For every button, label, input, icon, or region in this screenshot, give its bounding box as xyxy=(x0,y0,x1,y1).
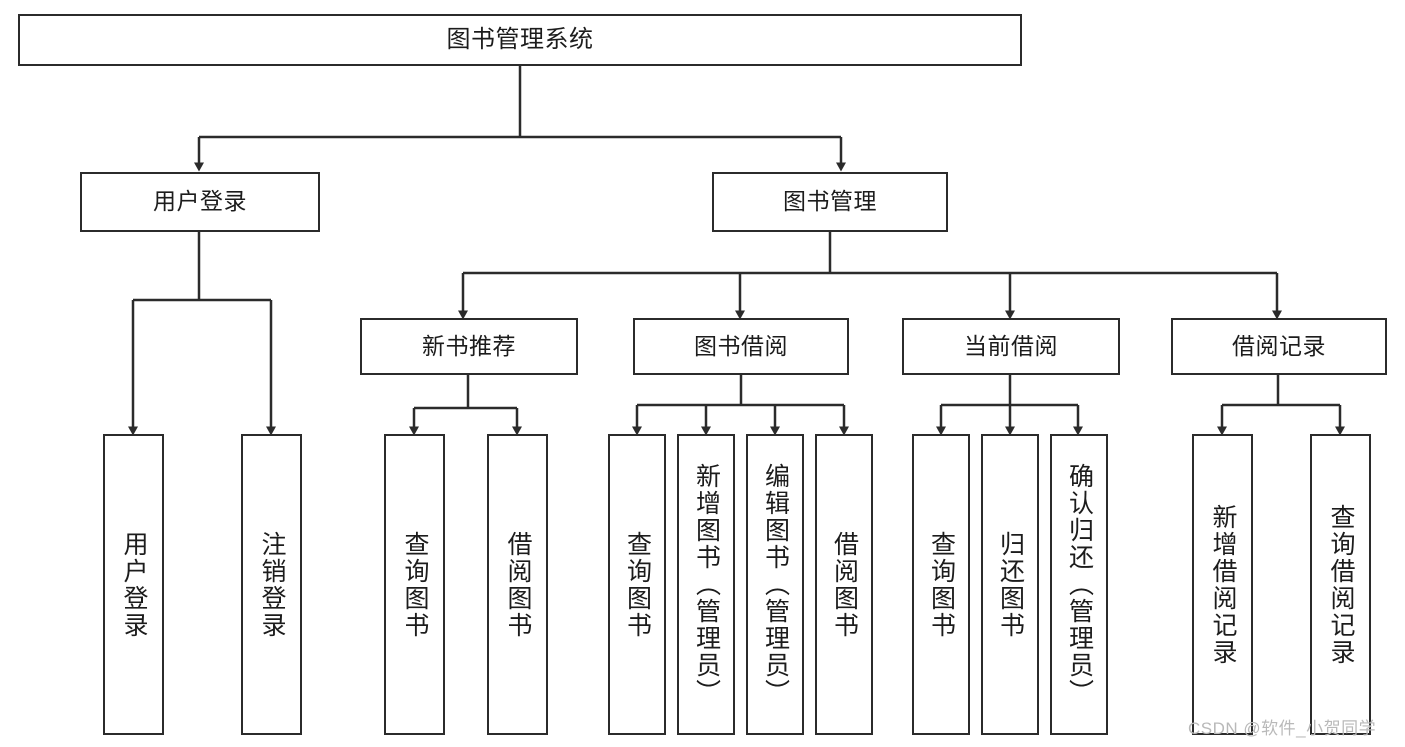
node-borrow-record-label: 借阅记录 xyxy=(1232,332,1326,359)
leaf-query-book-1[interactable]: 查询图书 xyxy=(384,434,445,735)
leaf-add-record[interactable]: 新增借阅记录 xyxy=(1192,434,1253,735)
leaf-user-logout[interactable]: 注销登录 xyxy=(241,434,302,735)
node-user-login[interactable]: 用户登录 xyxy=(80,172,320,232)
leaf-borrow-book-1[interactable]: 借阅图书 xyxy=(487,434,548,735)
node-current-borrow[interactable]: 当前借阅 xyxy=(902,318,1120,375)
leaf-user-login-label: 用户登录 xyxy=(120,530,148,639)
leaf-user-login[interactable]: 用户登录 xyxy=(103,434,164,735)
leaf-add-book[interactable]: 新增图书（管理员） xyxy=(677,434,735,735)
leaf-borrow-book-2[interactable]: 借阅图书 xyxy=(815,434,873,735)
leaf-edit-book[interactable]: 编辑图书（管理员） xyxy=(746,434,804,735)
leaf-user-logout-label: 注销登录 xyxy=(258,530,286,639)
node-borrow-record[interactable]: 借阅记录 xyxy=(1171,318,1387,375)
leaf-borrow-book-2-label: 借阅图书 xyxy=(830,530,859,639)
watermark-text: CSDN @软件_小贺同学 xyxy=(1188,719,1377,738)
node-book-borrow[interactable]: 图书借阅 xyxy=(633,318,849,375)
leaf-query-book-1-label: 查询图书 xyxy=(401,530,429,639)
node-book-borrow-label: 图书借阅 xyxy=(694,332,788,359)
node-book-manage[interactable]: 图书管理 xyxy=(712,172,948,232)
leaf-borrow-book-1-label: 借阅图书 xyxy=(504,530,532,639)
leaf-query-book-3-label: 查询图书 xyxy=(927,530,956,639)
node-new-book-recommend[interactable]: 新书推荐 xyxy=(360,318,578,375)
leaf-query-record[interactable]: 查询借阅记录 xyxy=(1310,434,1371,735)
node-book-manage-label: 图书管理 xyxy=(783,188,877,215)
leaf-query-book-3[interactable]: 查询图书 xyxy=(912,434,970,735)
node-new-book-recommend-label: 新书推荐 xyxy=(422,332,516,359)
node-root-system[interactable]: 图书管理系统 xyxy=(18,14,1022,66)
leaf-return-book[interactable]: 归还图书 xyxy=(981,434,1039,735)
leaf-query-record-label: 查询借阅记录 xyxy=(1327,503,1355,666)
node-user-login-label: 用户登录 xyxy=(153,188,247,215)
leaf-confirm-return-label: 确认归还（管理员） xyxy=(1065,463,1094,706)
leaf-return-book-label: 归还图书 xyxy=(996,530,1025,639)
node-root-system-label: 图书管理系统 xyxy=(446,25,594,53)
leaf-confirm-return[interactable]: 确认归还（管理员） xyxy=(1050,434,1108,735)
node-current-borrow-label: 当前借阅 xyxy=(964,332,1058,359)
leaf-query-book-2[interactable]: 查询图书 xyxy=(608,434,666,735)
leaf-edit-book-label: 编辑图书（管理员） xyxy=(761,463,790,706)
leaf-add-record-label: 新增借阅记录 xyxy=(1209,503,1237,666)
leaf-query-book-2-label: 查询图书 xyxy=(623,530,652,639)
leaf-add-book-label: 新增图书（管理员） xyxy=(692,463,721,706)
